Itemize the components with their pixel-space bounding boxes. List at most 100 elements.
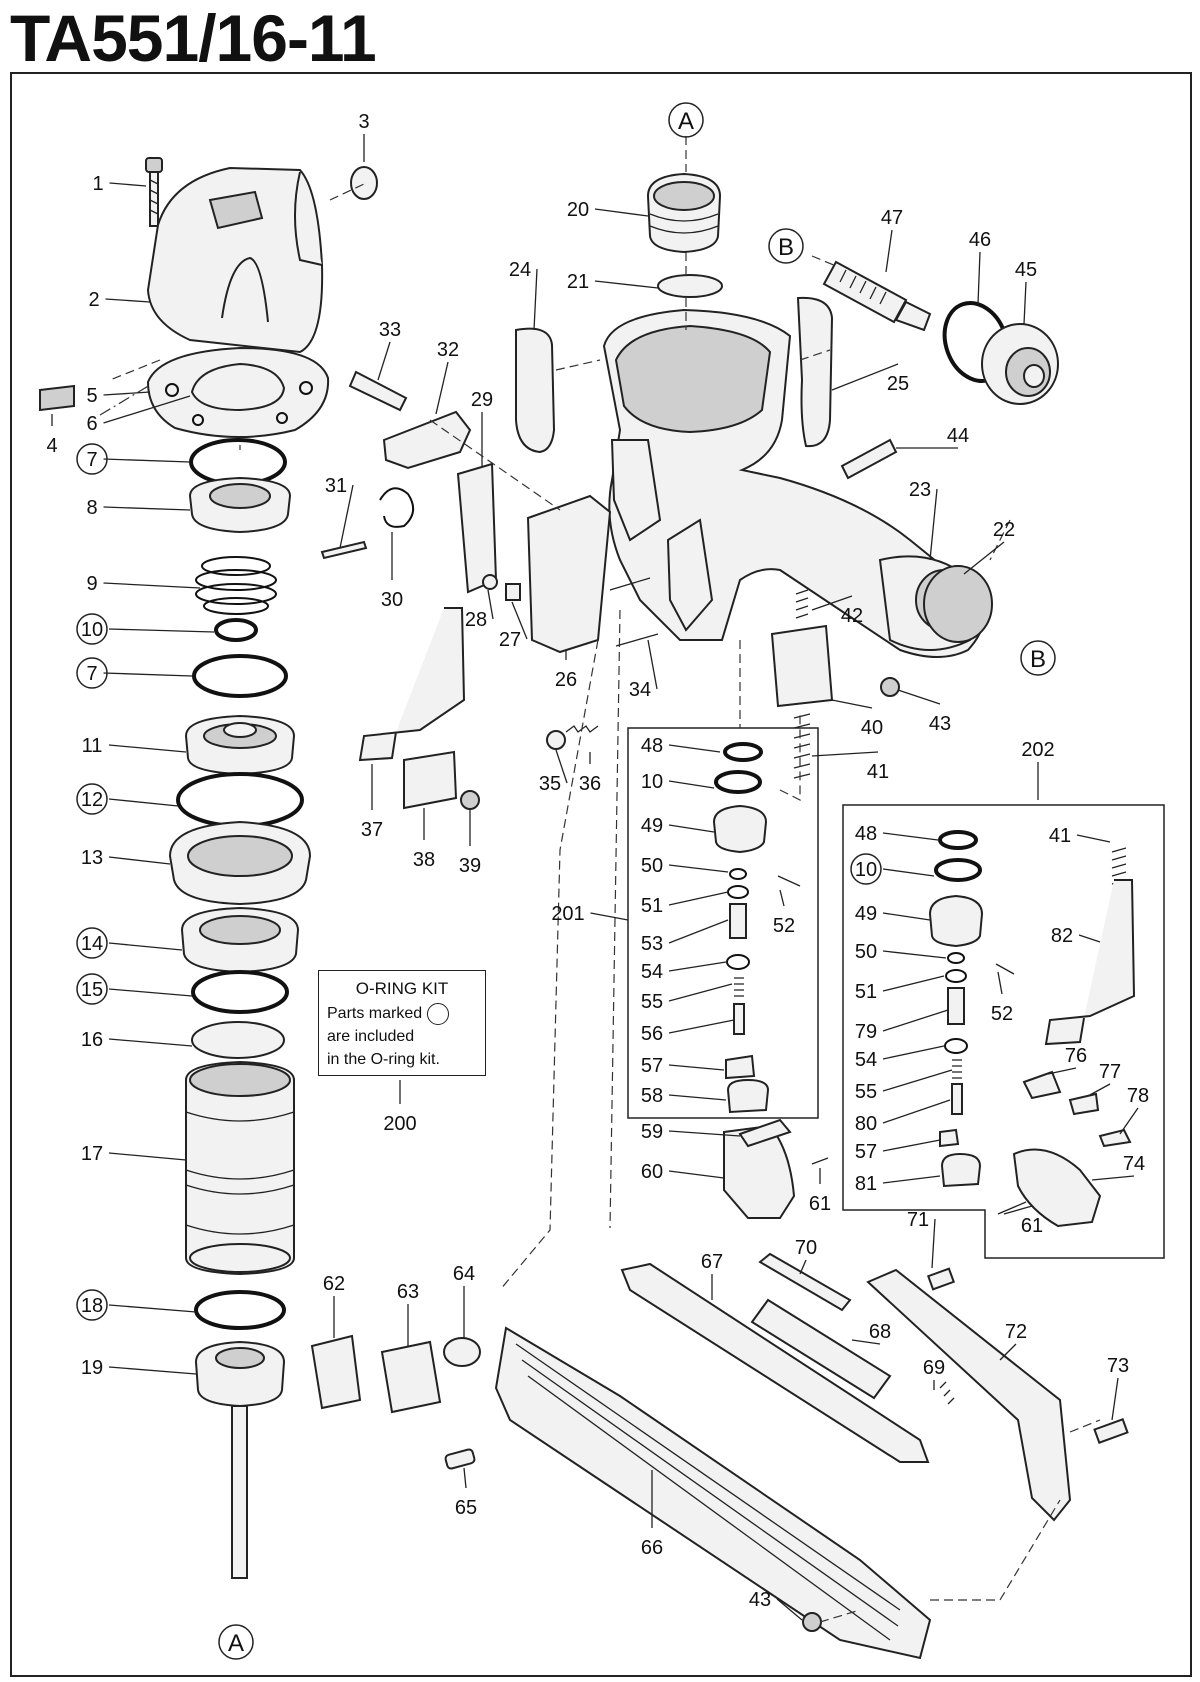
part-number-label: 48 xyxy=(855,823,877,845)
callout-main-48: 48 xyxy=(641,735,721,757)
sub-assembly-201 xyxy=(627,727,819,1119)
part-number-label: 61 xyxy=(1021,1215,1043,1237)
assembly-lines xyxy=(109,136,1101,1623)
callout-main-46: 46 xyxy=(969,229,991,305)
part-number-label: 29 xyxy=(471,389,493,411)
oring-kit-note: O-RING KIT Parts marked are included in … xyxy=(318,970,486,1076)
callout-alt-49: 49 xyxy=(855,903,931,925)
callout-main-76: 76 xyxy=(1047,1045,1087,1075)
part-callouts: 1234567891011121314151617181920212223242… xyxy=(46,111,1149,1621)
part-number-label: 14 xyxy=(81,933,103,955)
part-66-magazine xyxy=(494,1326,932,1660)
callout-main-44: 44 xyxy=(896,425,969,449)
part-69-spring xyxy=(939,1381,955,1405)
callout-main-51: 51 xyxy=(641,891,729,917)
part-31-pin xyxy=(320,540,368,560)
part-number-label: 54 xyxy=(855,1049,877,1071)
part-number-label: 79 xyxy=(855,1021,877,1043)
part-number-label: 55 xyxy=(641,991,663,1013)
callout-main-80: 80 xyxy=(855,1099,951,1135)
part-27-part xyxy=(505,583,521,601)
part-35-part xyxy=(546,730,566,750)
callout-alt-43: 43 xyxy=(749,1589,803,1621)
part-15-oring xyxy=(191,970,289,1014)
callout-alt-61: 61 xyxy=(1003,1205,1043,1237)
callout-main-45: 45 xyxy=(1015,259,1037,325)
callout-main-66: 66 xyxy=(641,1470,663,1559)
kit-circle-icon xyxy=(850,853,882,885)
part-number-label: 77 xyxy=(1099,1061,1121,1083)
callout-alt-51: 51 xyxy=(855,975,945,1003)
callout-main-60: 60 xyxy=(641,1161,725,1183)
part-number-label: 32 xyxy=(437,339,459,361)
part-number-label: 36 xyxy=(579,773,601,795)
part-number-label: 61 xyxy=(809,1193,831,1215)
part-45-cap xyxy=(981,323,1059,405)
part-number-label: 51 xyxy=(855,981,877,1003)
part-22-sleeve xyxy=(923,565,993,643)
part-number-label: 41 xyxy=(1049,825,1071,847)
callout-main-21: 21 xyxy=(567,271,659,293)
part-number-label: 15 xyxy=(81,979,103,1001)
part-number-label: 38 xyxy=(413,849,435,871)
callout-main-67: 67 xyxy=(701,1251,723,1300)
part-number-label: 18 xyxy=(81,1295,103,1317)
callout-main-37: 37 xyxy=(361,764,383,841)
oring-kit-line-2: are included xyxy=(327,1028,415,1045)
callout-main-55: 55 xyxy=(641,983,733,1013)
part-number-label: 81 xyxy=(855,1173,877,1195)
part-number-label: 30 xyxy=(381,589,403,611)
oring-kit-line-1: Parts marked xyxy=(327,1002,477,1025)
part-number-label: 9 xyxy=(86,573,97,595)
part-number-label: 5 xyxy=(86,385,97,407)
part-number-label: 8 xyxy=(86,497,97,519)
part-number-label: 41 xyxy=(867,761,889,783)
kit-circle-icon xyxy=(76,927,108,959)
callout-main-5: 5 xyxy=(86,385,151,407)
part-number-label: 43 xyxy=(929,713,951,735)
part-number-label: 201 xyxy=(551,903,584,925)
callout-alt-48: 48 xyxy=(855,823,939,845)
part-number-label: 6 xyxy=(86,413,97,435)
reference-label: A xyxy=(228,1630,244,1657)
callout-main-1: 1 xyxy=(92,173,147,195)
part-number-label: 58 xyxy=(641,1085,663,1107)
part-28-part xyxy=(482,574,498,590)
part-number-label: 3 xyxy=(358,111,369,133)
callout-main-34: 34 xyxy=(629,639,658,701)
part-number-label: 76 xyxy=(1065,1045,1087,1067)
oring-kit-heading: O-RING KIT xyxy=(355,979,449,998)
part-number-label: 47 xyxy=(881,207,903,229)
callout-main-19: 19 xyxy=(81,1357,197,1379)
callout-main-40: 40 xyxy=(831,699,883,739)
part-number-label: 7 xyxy=(86,663,97,685)
part-number-label: 26 xyxy=(555,669,577,691)
part-number-label: 57 xyxy=(855,1141,877,1163)
callout-box201-10: 10 xyxy=(641,771,715,793)
part-number-label: 46 xyxy=(969,229,991,251)
part-number-label: 67 xyxy=(701,1251,723,1273)
part-4-label xyxy=(39,384,75,412)
callout-main-56: 56 xyxy=(641,1019,735,1045)
callout-main-39: 39 xyxy=(459,810,481,877)
callout-main-70: 70 xyxy=(795,1237,817,1275)
circle-mark-icon xyxy=(427,1002,450,1025)
part-62-part xyxy=(310,1334,362,1410)
callout-main-202: 202 xyxy=(1021,739,1055,800)
part-37-arm xyxy=(358,607,466,762)
reference-a-top: A xyxy=(668,102,704,138)
callout-main-42: 42 xyxy=(811,595,863,627)
part-number-label: 13 xyxy=(81,847,103,869)
part-number-label: 78 xyxy=(1127,1085,1149,1107)
part-number-label: 64 xyxy=(453,1263,475,1285)
callout-main-30: 30 xyxy=(381,532,403,611)
part-number-label: 4 xyxy=(46,435,57,457)
callout-main-71: 71 xyxy=(907,1209,936,1269)
part-number-label: 19 xyxy=(81,1357,103,1379)
callout-main-20: 20 xyxy=(567,199,649,221)
kit-circle-icon xyxy=(76,657,108,689)
callout-main-52: 52 xyxy=(773,889,795,937)
part-number-label: 27 xyxy=(499,629,521,651)
part-26-guide xyxy=(526,494,612,654)
callout-main-62: 62 xyxy=(323,1273,345,1338)
